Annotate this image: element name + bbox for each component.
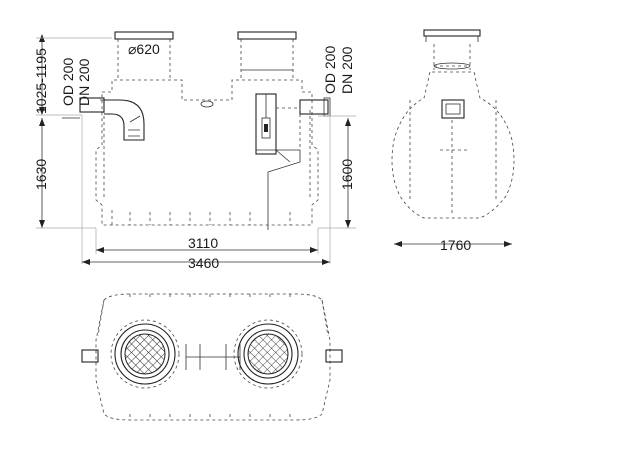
plan-view [81, 293, 343, 421]
tank-body-end [391, 71, 515, 219]
overall-length-label: 3460 [188, 255, 219, 271]
left-height-label: 1630 [33, 159, 49, 190]
inner-length-label: 3110 [188, 235, 218, 251]
right-manhole-cover [237, 31, 297, 40]
outlet-pipe [299, 99, 329, 115]
left-manhole-plan [110, 319, 180, 389]
outlet-od-label: OD 200 [322, 46, 338, 94]
tank-body-side [95, 79, 319, 226]
manhole-diameter-label: ⌀620 [128, 41, 160, 57]
inlet-dn-label: DN 200 [76, 58, 92, 106]
width-label: 1760 [440, 237, 471, 253]
right-manhole-plan [233, 319, 303, 389]
right-height-label: 1600 [339, 159, 355, 190]
inlet-pipe [79, 97, 105, 113]
inlet-od-label: OD 200 [60, 58, 76, 106]
top-height-label: 1025-1195 [33, 48, 49, 114]
left-manhole-cover [114, 31, 174, 40]
outlet-dn-label: DN 200 [339, 46, 355, 94]
inlet-elbow [104, 99, 145, 141]
end-view: 1760 [391, 29, 515, 253]
tank-outline-plan [95, 293, 331, 421]
side-view: ⌀620 1025-1195 OD 200 DN 200 1630 OD 200… [33, 31, 356, 271]
